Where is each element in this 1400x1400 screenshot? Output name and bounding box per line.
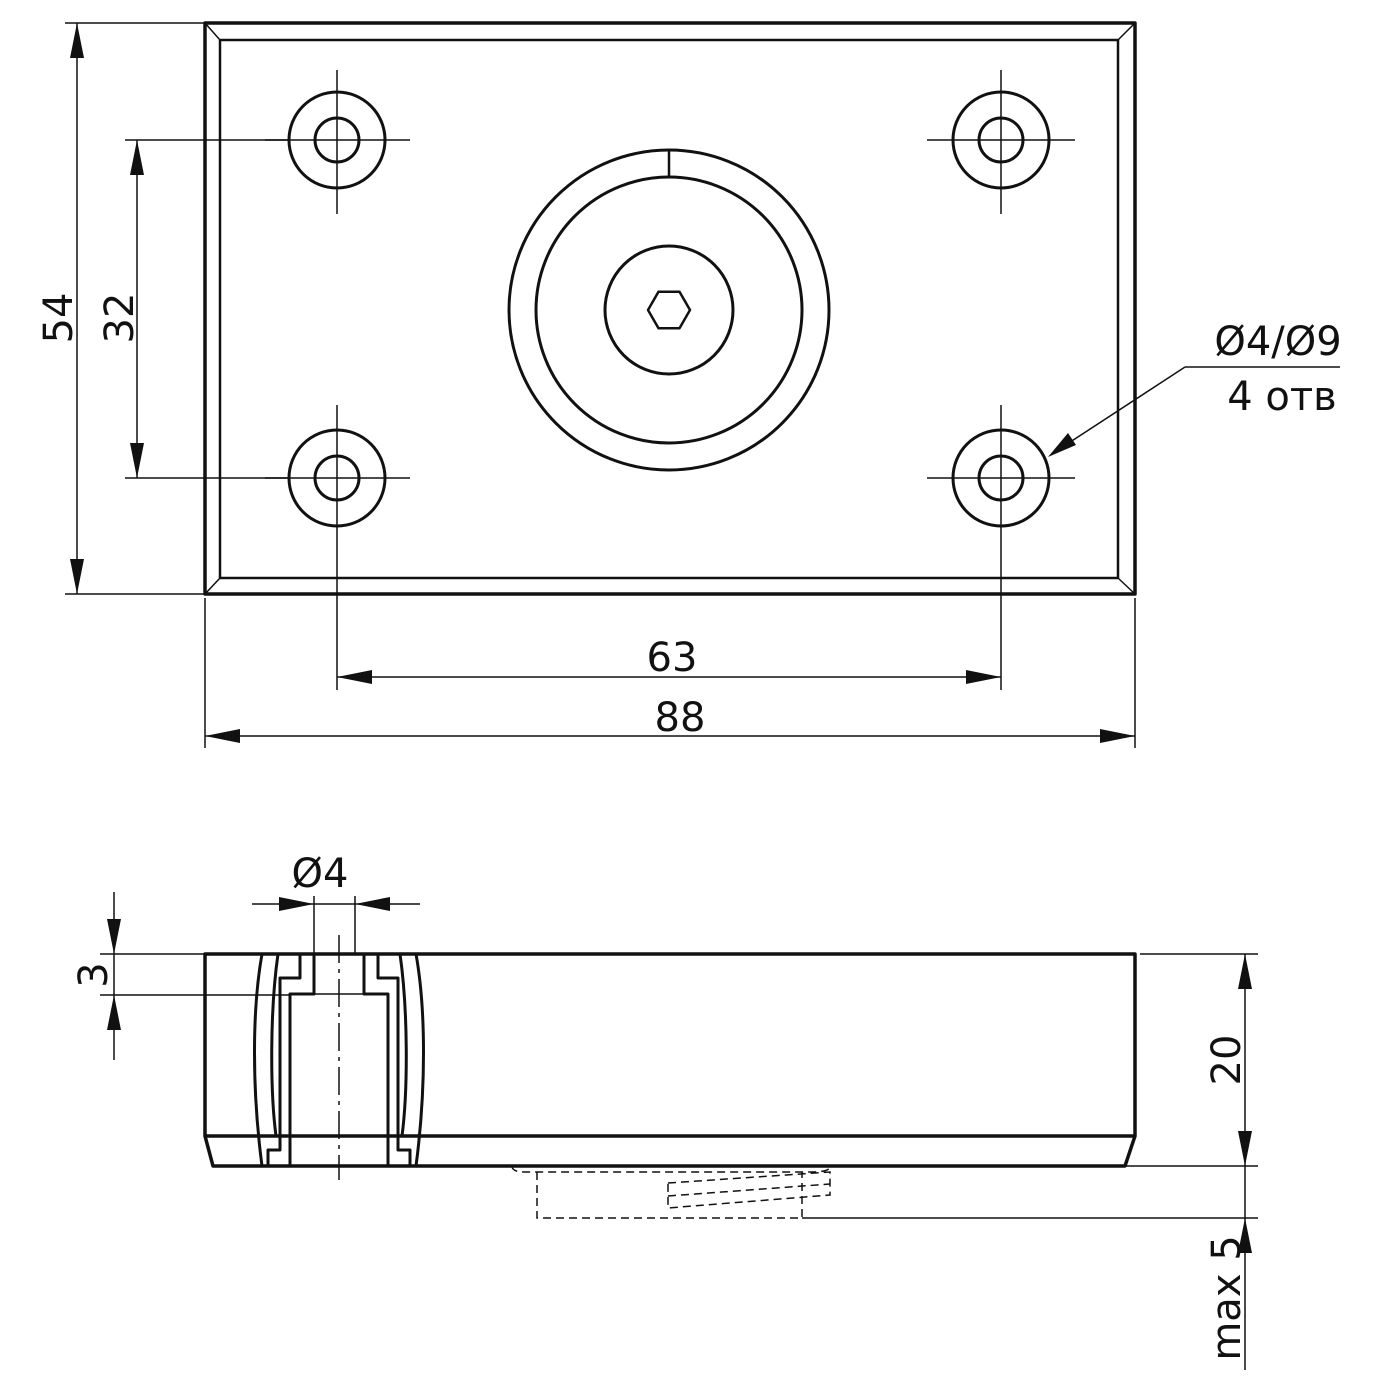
mounting-hole-icon [927, 70, 1075, 214]
adjuster-foot [511, 1165, 831, 1219]
dimension-88-label: 88 [655, 695, 706, 741]
body-outline [203, 952, 1137, 1138]
hole-callout-diameter: Ø4/Ø9 [1214, 319, 1341, 365]
dimension-32-label: 32 [97, 293, 143, 344]
dimension-20: 20 [1125, 953, 1258, 1167]
chamfer-line [204, 22, 221, 41]
dimension-d4: Ø4 [252, 851, 420, 954]
dimension-3-label: 3 [71, 962, 117, 987]
dimension-54-label: 54 [36, 293, 82, 344]
dimension-3: 3 [71, 892, 290, 1060]
dimension-20-label: 20 [1204, 1035, 1250, 1086]
hole-callout-count: 4 отв [1227, 374, 1337, 420]
plate-outer-edge [203, 21, 1137, 596]
chamfer-line [1117, 577, 1136, 595]
mounting-hole-icon [265, 70, 410, 214]
chamfer-line [1117, 22, 1136, 41]
chamfer-line [204, 577, 221, 595]
mounting-hole-icon [927, 405, 1075, 690]
dimension-63: 63 [337, 635, 1001, 684]
base-chamfer [203, 1135, 1137, 1168]
dimension-63-label: 63 [647, 635, 698, 681]
dimension-88: 88 [204, 598, 1136, 748]
insert-section [253, 935, 425, 1180]
mounting-hole-icon [265, 405, 410, 690]
dimension-d4-label: Ø4 [292, 851, 349, 897]
hole-callout: Ø4/Ø9 4 отв [1048, 319, 1342, 457]
side-view: Ø4 3 20 max 5 [71, 851, 1258, 1370]
plate-inner-edge [218, 38, 1120, 580]
top-view: 54 32 63 88 [36, 21, 1342, 748]
dimension-54: 54 [36, 22, 205, 595]
hex-socket-icon [646, 290, 692, 330]
central-adjuster [507, 148, 831, 472]
dimension-max5-label: max 5 [1204, 1235, 1250, 1360]
dimension-max5: max 5 [802, 1166, 1258, 1370]
dimension-32: 32 [97, 139, 290, 479]
